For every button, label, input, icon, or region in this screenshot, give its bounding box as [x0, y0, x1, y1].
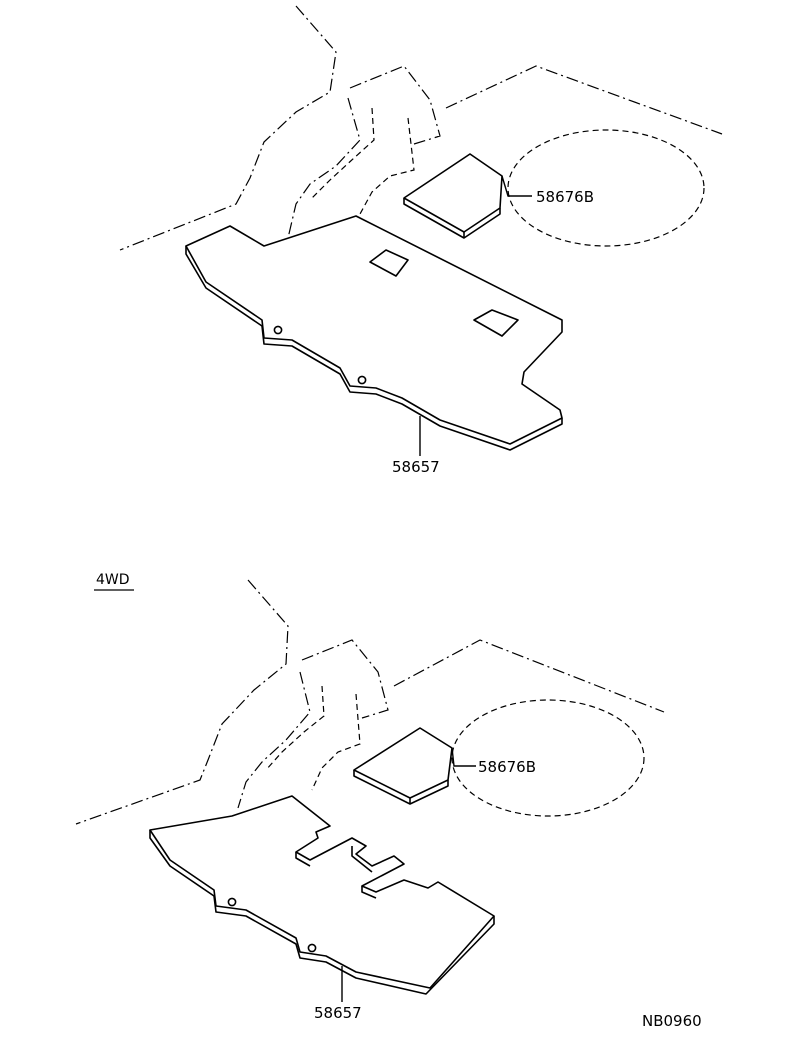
- top-body-outline-inner-curve: [311, 107, 375, 199]
- top-detail-circle: [507, 129, 705, 247]
- bottom-body-outline-left: [75, 579, 289, 825]
- top-silencer-label: 58676B: [536, 188, 594, 206]
- drawing-code: NB0960: [642, 1012, 702, 1030]
- bottom-body-outline-floor: [393, 639, 665, 713]
- top-body-outline-tunnel-inner: [287, 97, 361, 239]
- bottom-floor-mat: [149, 795, 495, 995]
- top-silencer-leader: [501, 175, 532, 197]
- top-mat-hole-2: [473, 309, 519, 337]
- top-body-outline-tunnel: [349, 65, 441, 145]
- top-body-outline-floor: [445, 65, 723, 135]
- top-mat-label: 58657: [392, 458, 440, 476]
- top-body-outline-left: [119, 5, 337, 251]
- bottom-body-outline-tunnel: [301, 639, 389, 719]
- top-view: 58676B 58657: [119, 5, 723, 476]
- variant-label-4wd: 4WD: [96, 572, 130, 588]
- top-mat-clip-1: [273, 325, 283, 335]
- top-floor-mat: [185, 215, 563, 451]
- top-mat-clip-2: [357, 375, 367, 385]
- top-silencer-pad: [403, 153, 503, 239]
- top-body-outline-tunnel-side: [359, 117, 415, 215]
- bottom-mat-clip-1: [227, 897, 237, 907]
- bottom-body-outline-inner-curve: [265, 685, 325, 771]
- bottom-silencer-label: 58676B: [478, 758, 536, 776]
- bottom-detail-circle: [451, 699, 645, 817]
- bottom-mat-label: 58657: [314, 1004, 362, 1022]
- bottom-body-outline-tunnel-inner: [237, 671, 311, 809]
- bottom-silencer-leader: [451, 747, 476, 767]
- bottom-mat-clip-2: [307, 943, 317, 953]
- bottom-view: 4WD 58676B 586: [75, 572, 665, 1022]
- bottom-silencer-pad: [353, 727, 453, 805]
- top-mat-hole-1: [369, 249, 409, 277]
- bottom-body-outline-tunnel-side: [311, 693, 361, 791]
